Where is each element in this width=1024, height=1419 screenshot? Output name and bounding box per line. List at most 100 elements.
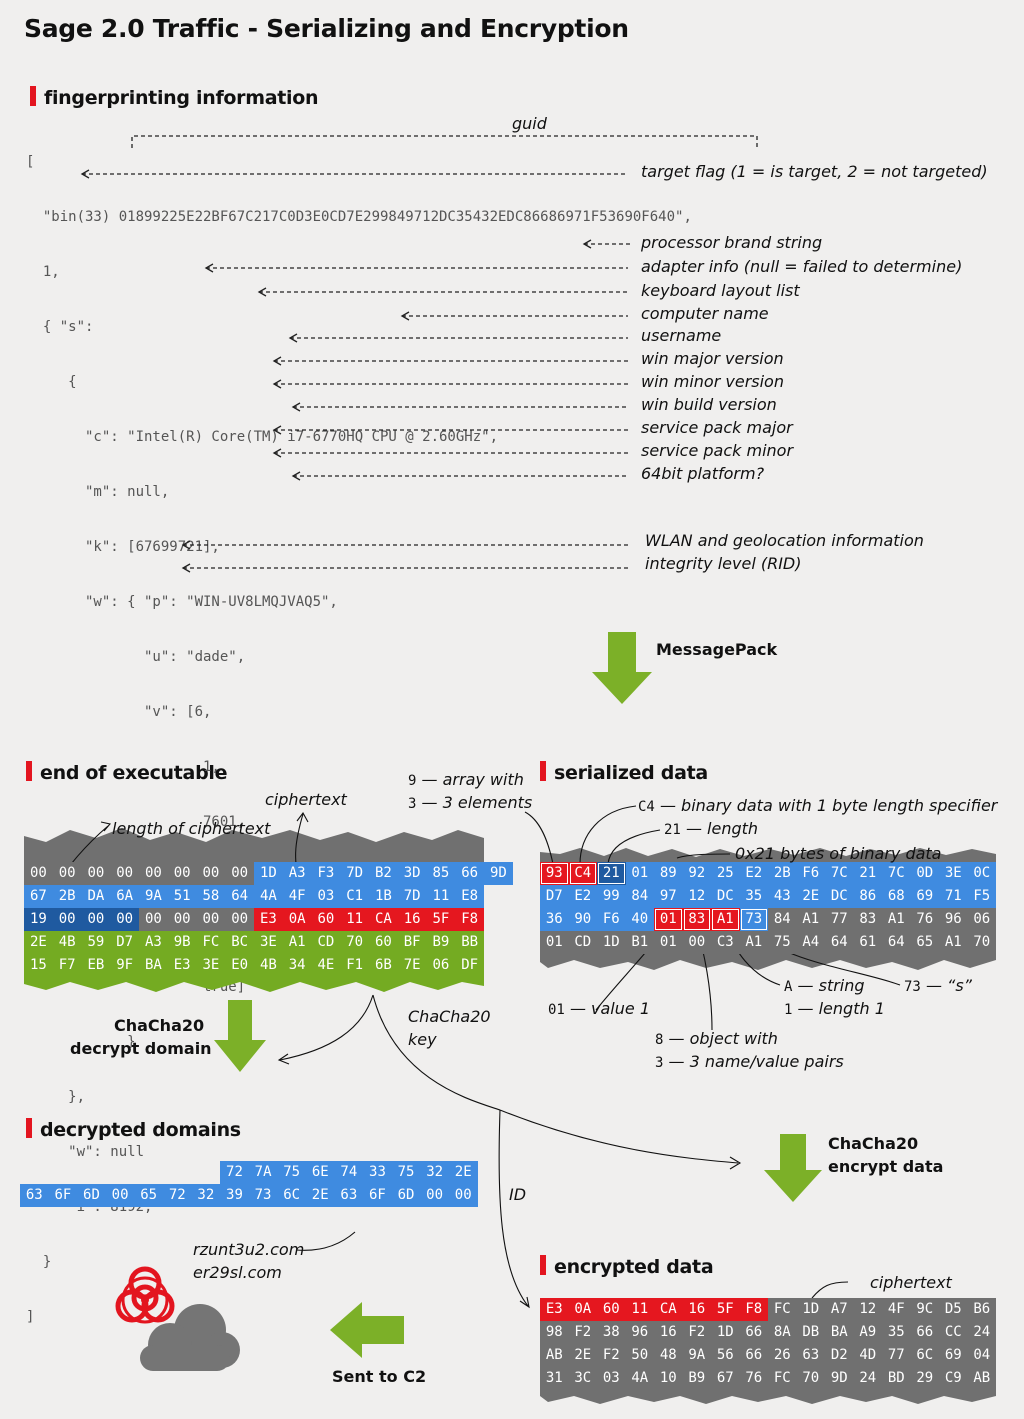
hex-byte: 75 [277,1161,306,1184]
username-label: username [641,326,722,345]
hex-byte: 4D [853,1344,882,1367]
hex-byte: 97 [654,885,683,908]
torn-edge [24,977,484,992]
domain-pointer [295,1231,356,1251]
id-label: ID [509,1185,527,1204]
torn-edge [540,952,996,970]
hex-byte: 01 [654,908,683,931]
hex-byte: BA [139,954,168,977]
hex-byte: CD [311,931,341,954]
id-curve [498,1109,529,1307]
encrypt-key-curve [499,1109,739,1164]
hex-byte: 35 [739,885,768,908]
hex-byte: 6D [77,1184,106,1207]
hex-byte: 4F [882,1298,911,1321]
hex-byte: 21 [597,862,626,885]
hex-byte: 2B [768,862,797,885]
hex-byte: 51 [167,885,197,908]
hex-byte: A3 [139,931,168,954]
hex-byte: F1 [340,954,369,977]
s-annotation: 73 — “s” [904,976,972,995]
hex-byte: 73 [248,1184,278,1207]
hex-byte: A1 [711,908,740,931]
hex-byte: DC [825,885,854,908]
hex-byte: 89 [654,862,683,885]
hex-byte: 00 [81,862,111,885]
hex-byte: 00 [448,1184,478,1207]
hex-byte: 4B [254,954,283,977]
hex-byte: 5F [711,1298,740,1321]
hex-byte: 19 [24,908,53,931]
hex-byte: 34 [282,954,312,977]
sp-major-label: service pack major [641,418,793,437]
hex-byte: 68 [882,885,911,908]
chacha-encrypt-label: ChaCha20 [828,1134,919,1153]
hex-byte: 9C [910,1298,939,1321]
hex-byte: A1 [796,908,825,931]
computer-name-label: computer name [641,304,769,323]
hex-byte: 6A [110,885,139,908]
hex-byte: 75 [768,931,797,954]
hex-byte: CA [369,908,398,931]
length-pointer-21 [607,829,661,865]
platform-label: 64bit platform? [641,464,765,483]
array-with-label: array with [442,770,524,789]
arrowhead [181,563,191,573]
arrowhead [204,263,214,273]
arrowhead [296,811,309,823]
hex-byte: 35 [882,1321,911,1344]
hex-byte: 9F [110,954,139,977]
hex-byte: F2 [568,1321,597,1344]
hex-byte: 67 [711,1367,740,1390]
hex-byte: 12 [682,885,711,908]
hex-byte: 03 [597,1367,626,1390]
hex-byte: 6C [910,1344,939,1367]
hex-byte: 7A [248,1161,278,1184]
chacha-decrypt-label: ChaCha20 [114,1016,205,1035]
hex-byte: 29 [910,1367,939,1390]
hex-byte: B9 [682,1367,711,1390]
arrowhead [729,1156,742,1170]
hex-byte: 63 [796,1344,825,1367]
hex-byte: 21 [853,862,882,885]
hex-byte: 67 [24,885,53,908]
sp-minor-label: service pack minor [641,441,794,460]
hex-byte: 24 [853,1367,882,1390]
hex-byte: 36 [540,908,569,931]
hex-byte: 00 [167,908,197,931]
hex-byte: CA [654,1298,683,1321]
code-line: { [26,374,77,390]
hex-byte: 11 [426,885,456,908]
hex-byte: 00 [196,908,226,931]
hex-byte: 66 [455,862,484,885]
hex-byte: A7 [825,1298,854,1321]
hex-byte: 4A [625,1367,654,1390]
code-line: 7601, [26,814,246,830]
hex-byte: D5 [939,1298,968,1321]
target-flag-label: target flag (1 = is target, 2 = not targ… [641,162,988,181]
hex-byte: BC [225,931,254,954]
sent-to-c2-label: Sent to C2 [332,1367,427,1386]
hex-byte: 8A [768,1321,797,1344]
length1-label: length 1 [818,999,885,1018]
value-3b: 3 [655,1055,664,1071]
hex-byte: 7D [397,885,427,908]
pairs-annotation: 3 — 3 name/value pairs [655,1052,844,1071]
object-annotation: 8 — object with [655,1029,778,1048]
hex-byte: 16 [397,908,427,931]
code-line: "w": null [26,1144,145,1160]
hex-byte: 60 [369,931,398,954]
hex-byte: E3 [254,908,283,931]
hex-byte: B1 [625,931,654,954]
hex-byte: 99 [597,885,626,908]
hex-byte: C9 [939,1367,968,1390]
hex-byte: 1D [796,1298,825,1321]
code-line: }, [26,1089,86,1105]
hex-byte: 69 [939,1344,968,1367]
hex-byte: FC [768,1367,797,1390]
length-label: length [707,819,759,838]
